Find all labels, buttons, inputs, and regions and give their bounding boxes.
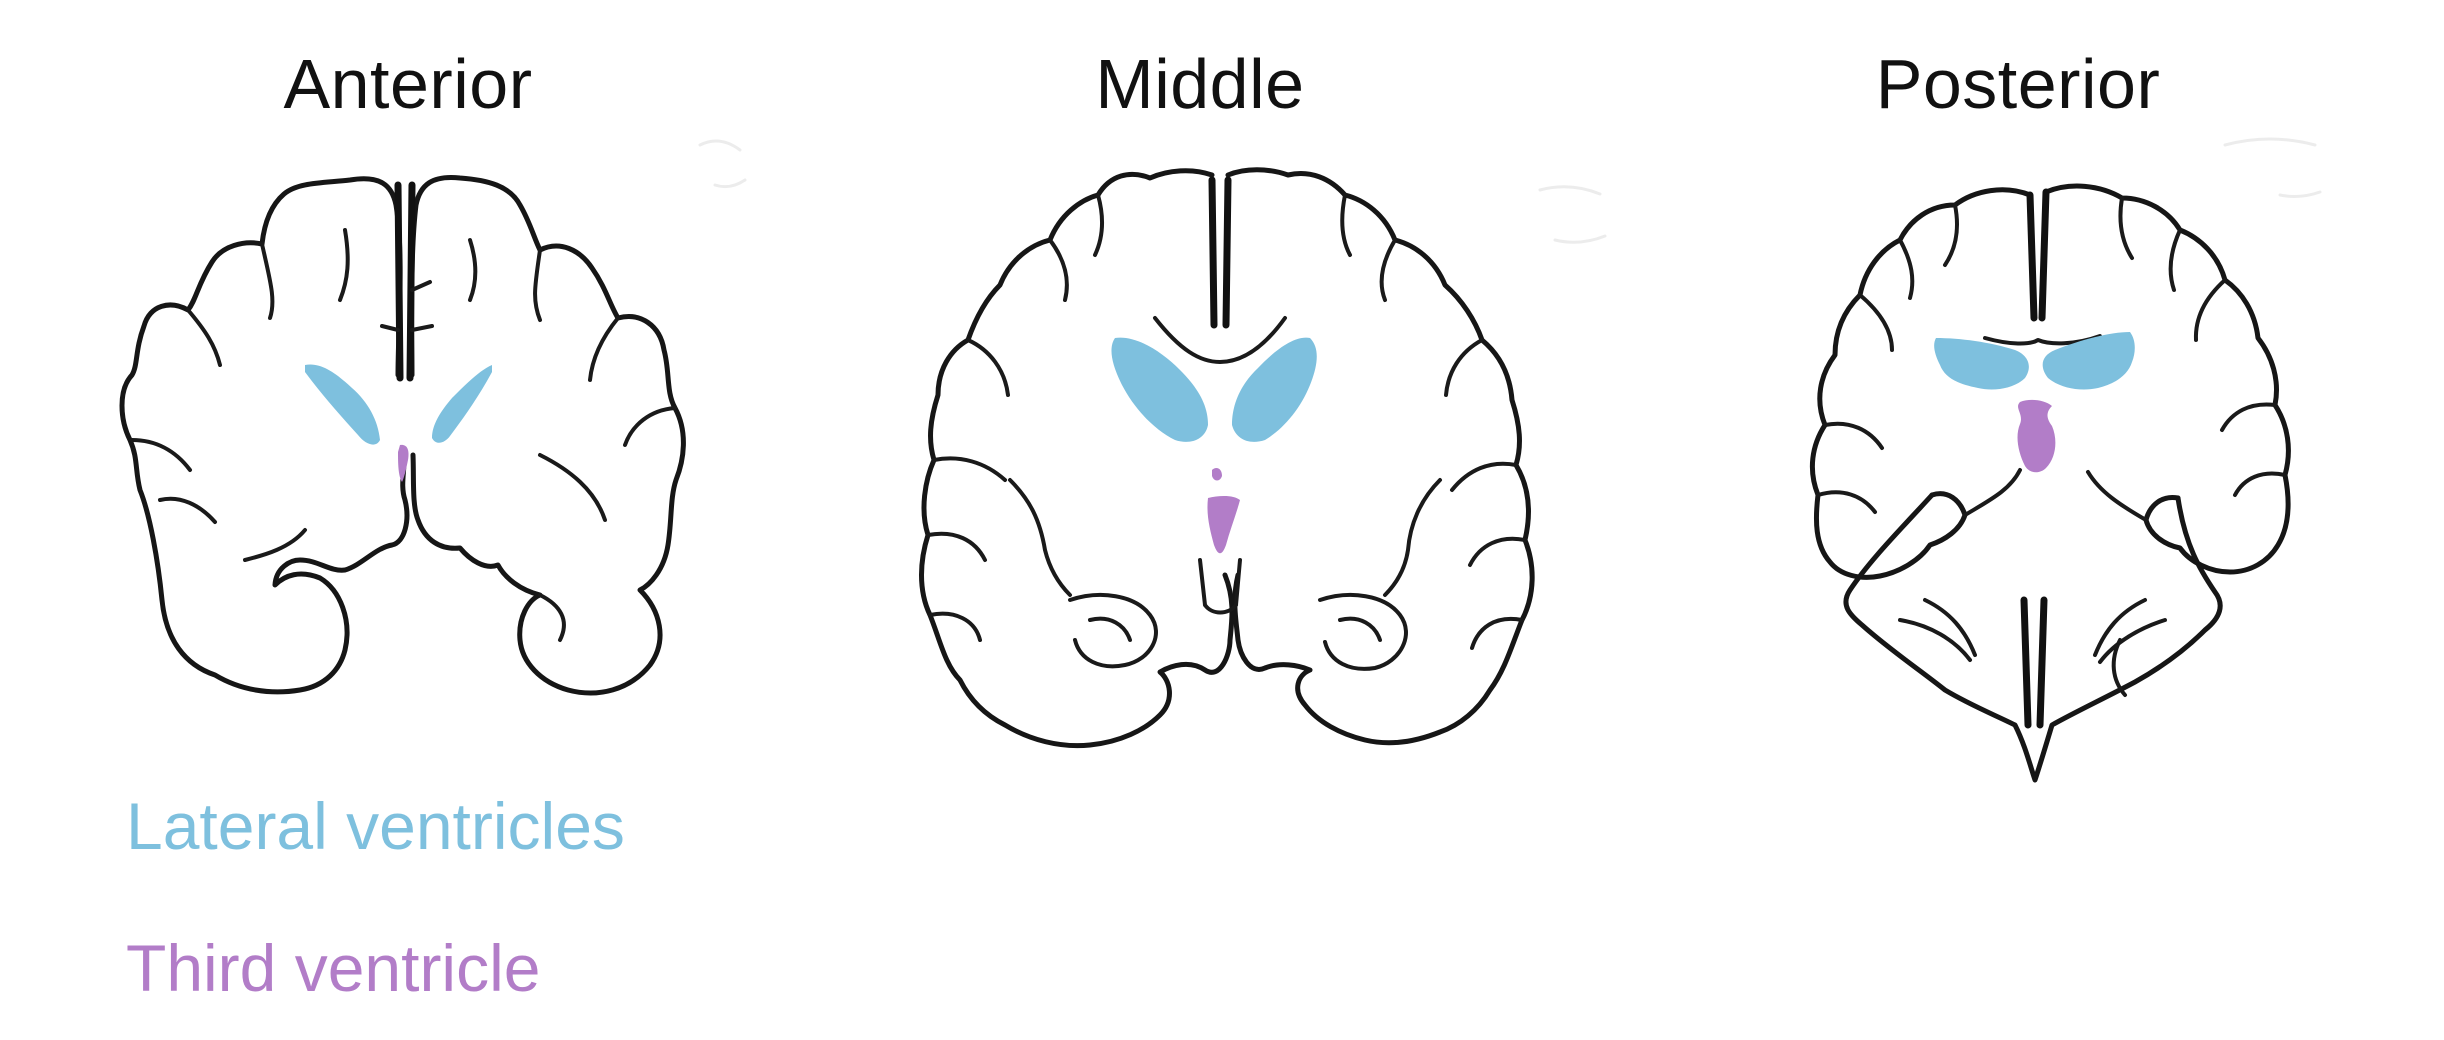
anterior-right-fold-1	[533, 248, 542, 322]
anterior-left-fold-3	[130, 438, 192, 472]
posterior-left-lateral-ventricle	[1934, 338, 2029, 390]
anterior-left-fold-4	[158, 496, 217, 524]
middle-left-hemisphere-outline	[919, 168, 1235, 749]
legend-lateral-ventricles: Lateral ventricles	[126, 789, 625, 863]
middle-brain-section	[919, 167, 1607, 749]
middle-right-fold-1	[1340, 193, 1352, 257]
anterior-right-fold-3	[623, 406, 677, 447]
middle-third-ventricle-dorsal	[1212, 468, 1222, 481]
middle-left-fold-1	[1093, 193, 1104, 257]
posterior-right-fold-2	[2193, 278, 2227, 342]
posterior-left-fold-2	[1858, 293, 1894, 352]
middle-right-hemisphere-outline	[1225, 167, 1535, 746]
legend-third-ventricle: Third ventricle	[126, 931, 541, 1005]
posterior-brain-section	[1809, 137, 2322, 783]
anterior-left-fold-6	[338, 228, 350, 302]
faint-note-anterior	[698, 139, 747, 189]
anterior-fissure-branch	[380, 280, 434, 332]
posterior-cerebellum-fold-3	[2098, 618, 2167, 664]
posterior-thalamus-line-left	[1963, 468, 2022, 517]
middle-left-lateral-ventricle	[1111, 337, 1208, 442]
anterior-right-fold-2	[588, 316, 620, 382]
middle-left-insula	[1008, 478, 1072, 597]
anterior-longitudinal-fissure	[394, 181, 416, 382]
panel-title-posterior: Posterior	[1875, 45, 2161, 123]
anterior-brain-section	[119, 139, 747, 696]
panel-title-anterior: Anterior	[283, 45, 533, 123]
middle-left-fold-2	[1048, 238, 1069, 302]
anterior-right-hemisphere-outline	[409, 174, 686, 696]
anterior-left-lateral-ventricle	[305, 364, 380, 445]
posterior-longitudinal-fissure	[2026, 188, 2050, 322]
posterior-left-fold-4	[1816, 490, 1877, 514]
middle-left-fold-5	[926, 531, 987, 562]
middle-left-fold-4	[932, 456, 1007, 482]
faint-note-middle	[1538, 185, 1607, 244]
posterior-third-ventricle	[2017, 399, 2056, 473]
posterior-left-fold-1	[1898, 238, 1915, 300]
anterior-left-fold-1	[260, 242, 275, 320]
posterior-cerebellum-fold-4	[2093, 598, 2147, 657]
posterior-right-fold-5	[2118, 196, 2134, 260]
posterior-right-fold-3	[2220, 402, 2277, 432]
faint-note-posterior	[2223, 137, 2322, 198]
anterior-right-fold-6	[468, 238, 478, 302]
posterior-cerebellum-fold-2	[1923, 598, 1977, 657]
posterior-right-fold-1	[2168, 228, 2182, 292]
middle-right-fold-4	[1450, 461, 1518, 492]
anterior-right-fold-4	[538, 453, 607, 522]
middle-right-fold-6	[1470, 616, 1524, 650]
middle-left-fold-6	[928, 611, 982, 642]
anterior-third-ventricle	[398, 444, 409, 482]
posterior-right-fold-4	[2233, 471, 2287, 497]
middle-left-fold-3	[966, 338, 1010, 397]
posterior-cerebellum-outline	[1843, 492, 2223, 783]
posterior-right-hemisphere-outline	[2043, 183, 2291, 575]
posterior-vermis-lines	[2020, 596, 2048, 729]
middle-right-fold-3	[1444, 338, 1484, 397]
posterior-left-fold-5	[1943, 203, 1959, 267]
middle-right-temporal-fold	[1338, 616, 1382, 642]
posterior-cerebellum-fold-1	[1898, 618, 1972, 662]
posterior-right-lateral-ventricle	[2042, 332, 2135, 390]
panel-title-middle: Middle	[1095, 45, 1305, 123]
posterior-left-hemisphere-outline	[1809, 187, 2033, 580]
middle-right-insula	[1383, 478, 1442, 597]
anterior-right-lateral-ventricle	[432, 365, 492, 443]
posterior-cerebellum-fold-5	[2111, 638, 2127, 697]
middle-right-fold-5	[1468, 536, 1527, 567]
middle-longitudinal-fissure	[1208, 176, 1232, 329]
posterior-thalamus-line-right	[2086, 470, 2148, 522]
anterior-right-fold-5	[538, 593, 566, 642]
posterior-left-fold-3	[1823, 421, 1884, 450]
anterior-left-fold-2	[186, 308, 222, 367]
middle-right-temporal-lobe	[1318, 593, 1408, 671]
middle-third-ventricle	[1207, 495, 1240, 554]
middle-right-fold-2	[1379, 238, 1397, 302]
middle-corpus-callosum	[1153, 316, 1287, 364]
middle-left-temporal-fold	[1088, 616, 1132, 642]
middle-right-lateral-ventricle	[1232, 337, 1317, 442]
anterior-left-fold-5	[243, 528, 307, 562]
anterior-left-hemisphere-outline	[119, 176, 410, 695]
middle-left-temporal-lobe	[1068, 593, 1158, 669]
middle-brainstem-lines	[1198, 558, 1242, 615]
